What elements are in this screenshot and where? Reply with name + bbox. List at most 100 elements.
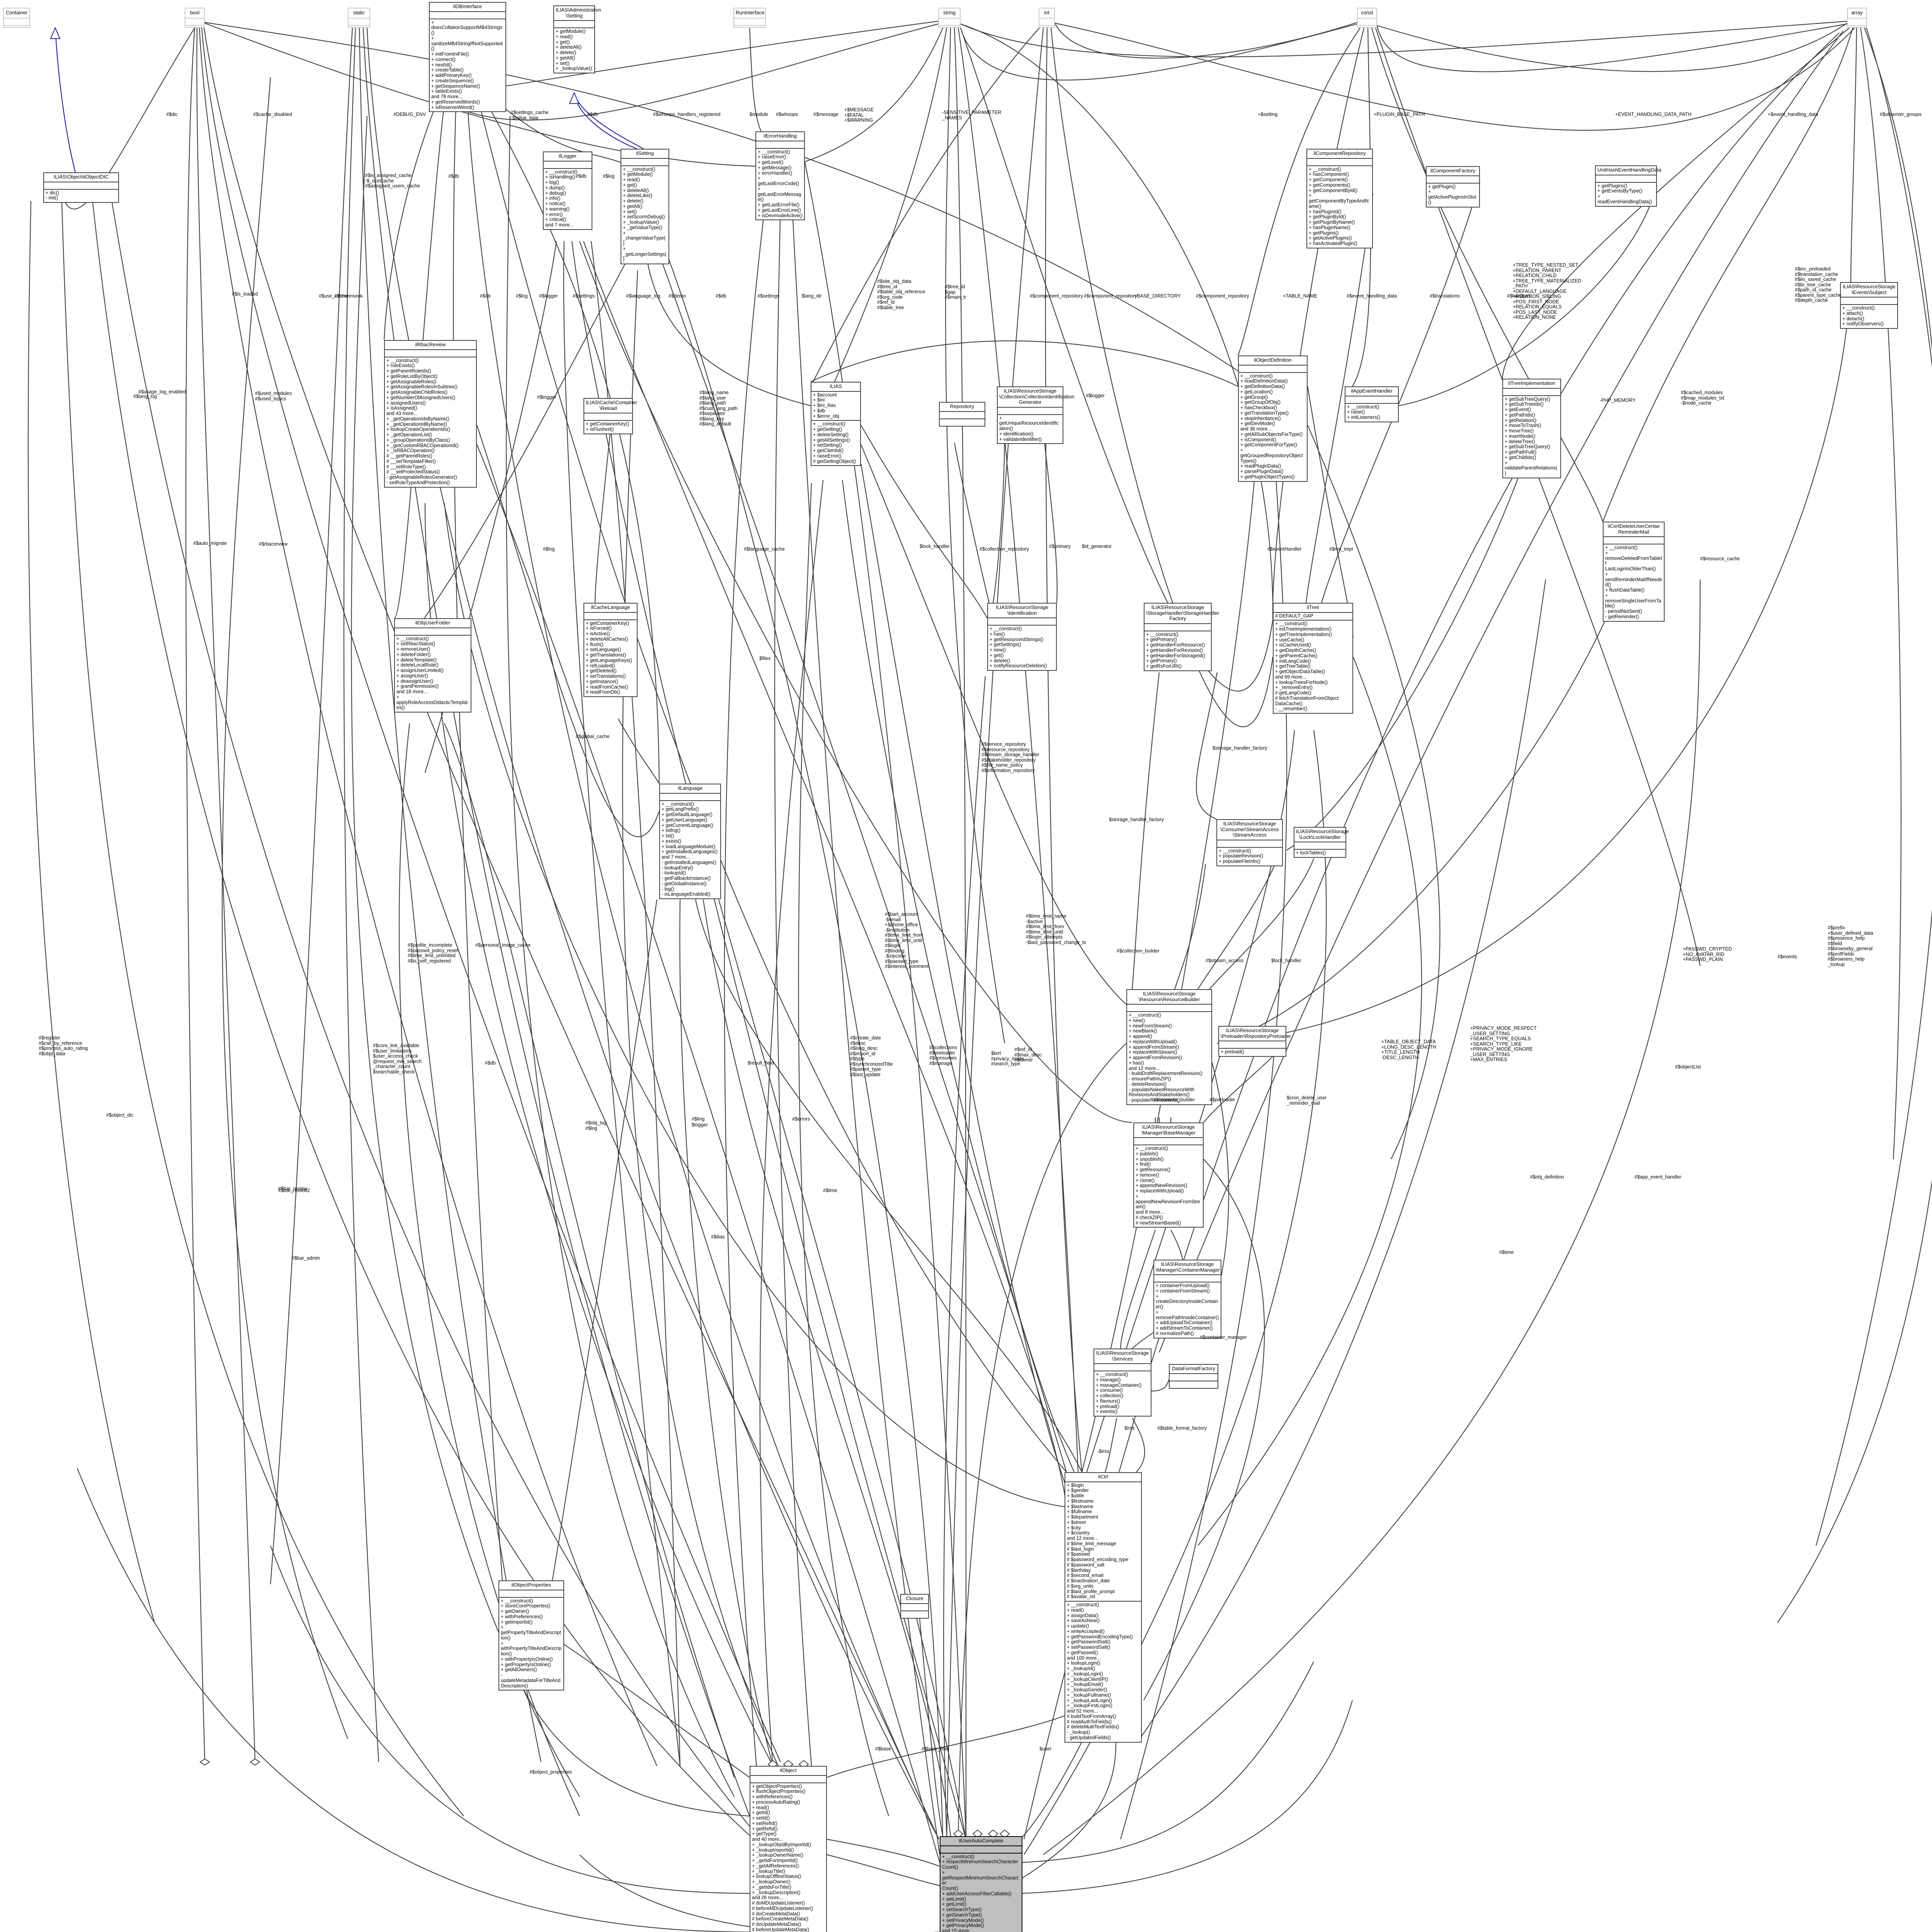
class-node-attributes <box>940 1846 1022 1853</box>
class-member: + _lookupOwnerName() <box>752 1852 804 1858</box>
class-member: - isLanguageEnabled() <box>662 891 711 897</box>
class-node-repository[interactable]: Repository <box>939 402 985 427</box>
class-node-ilerrorhandling[interactable]: ilErrorHandling+ __construct()+ raiseErr… <box>755 131 805 221</box>
class-node-ilias_rs_identification[interactable]: ILIAS\ResourceStorage \Identification+ _… <box>987 603 1057 671</box>
class-member: + events() <box>1096 1409 1117 1415</box>
class-node-divider <box>988 617 1056 619</box>
class-node-title: ilErrorHandling <box>764 133 797 139</box>
class-node-ilias_rs_lock[interactable]: ILIAS\ResourceStorage \Lock\LockHandler+… <box>1294 827 1349 858</box>
class-member: + getDefaultLanguage() <box>662 812 713 818</box>
class-node-divider <box>349 25 369 26</box>
class-node-ilias_object_ilobjectdic[interactable]: ILIAS\Object\ilObjectDIC+ dic()- init() <box>43 172 119 203</box>
class-node-ilobjuserfolder[interactable]: ilObjUserFolder+ __construct()+ setRbacS… <box>394 618 471 713</box>
class-node-ilobjectdefinition[interactable]: ilObjectDefinition+ __construct()+ readD… <box>1238 355 1308 482</box>
class-member: + getComponent() <box>1309 177 1348 183</box>
edge-label: #$ilias <box>711 1234 725 1240</box>
class-member: + appendNewRevisionFromStream() <box>1136 1193 1200 1210</box>
class-member: LastLoginIsOlderThan() <box>1605 566 1656 572</box>
class-node-attributes <box>940 412 985 418</box>
class-member: + getLevel() <box>758 160 784 165</box>
class-member: + assignData() <box>1067 1612 1099 1618</box>
class-node-ilcertdeletereminder[interactable]: ilCertDeleteUserCertae ReminderMail+ __c… <box>1603 522 1665 622</box>
class-member: + $utitle <box>1067 1493 1084 1499</box>
class-member: + getType() <box>752 1831 777 1837</box>
class-node-ilobject[interactable]: ilObject+ getObjectProperties()+ flushOb… <box>750 1766 827 1932</box>
class-member: + delete() <box>990 658 1010 663</box>
class-node-closure[interactable]: Closure <box>900 1594 929 1619</box>
class-node-ilias_cachecontainer[interactable]: ILIAS\Cache\Container \Reload+ getContai… <box>583 398 637 434</box>
class-member: # $last_login <box>1067 1546 1094 1552</box>
class-node-ilias_rs_resourcebuilder[interactable]: ILIAS\ResourceStorage \Resource\Resource… <box>1126 989 1212 1105</box>
class-member: - getReminder() <box>1605 614 1639 619</box>
class-member: + __construct() <box>1605 545 1638 551</box>
class-node-static[interactable]: static <box>348 8 370 28</box>
class-member: + deleteAllCaches() <box>586 636 628 642</box>
edge-label: $storage_handler_factory <box>1109 817 1164 822</box>
class-member: + _lookupGender() <box>1067 1687 1107 1693</box>
class-node-attributes <box>395 628 471 635</box>
class-node-itreeimplementation[interactable]: ilTreeImplementation+ getSubTreeQuery()+… <box>1502 379 1561 478</box>
class-node-divider <box>185 17 204 19</box>
class-member: - _lookup() <box>1067 1730 1090 1735</box>
class-member: + _getValueType() <box>623 224 662 230</box>
class-node-ilctrl[interactable]: ilCtrl+ $login+ $gender+ $utitle+ $first… <box>1065 1472 1142 1743</box>
class-node-ilias_rs_services[interactable]: ILIAS\ResourceStorage \Services+ __const… <box>1094 1349 1151 1417</box>
class-node-ilobjectproperties[interactable]: ilObjectProperties+ __construct()+ store… <box>498 1580 564 1691</box>
class-node-title: ILIAS\ResourceStorage \Services <box>1096 1350 1149 1362</box>
class-node-divider <box>1239 364 1307 366</box>
class-node-ildbinterface[interactable]: ilDBInterface+ doesCollationSupportMB4St… <box>429 2 506 112</box>
class-node-ilias_rs_consumer[interactable]: ILIAS\ResourceStorage \Consumer\StreamAc… <box>1216 819 1283 866</box>
class-node-ilmailevenhandlingdata[interactable]: UnitHashEventHandlingData+ getPlugins()+… <box>1595 165 1661 207</box>
class-node-dataformatfactory[interactable]: DataFormatFactory <box>1169 1364 1218 1389</box>
class-node-ilias_rs_storagehandlerfactory[interactable]: ILIAS\ResourceStorage \StorageHandler\St… <box>1144 603 1219 671</box>
class-node-string[interactable]: string <box>938 8 961 28</box>
edge-label: +TREE_TYPE_NESTED_SET +RELATION_PARENT +… <box>1513 262 1582 320</box>
class-member: + getSettings() <box>990 642 1021 648</box>
class-node-ilrbacreview[interactable]: ilRbacReview+ __construct()+ roleExists(… <box>384 340 477 488</box>
edge-label: +EVENT_HANDLING_DATA_PATH <box>1615 112 1692 117</box>
class-node-ilcomponentrepository[interactable]: ilComponentRepository+ __construct()+ ha… <box>1306 149 1373 248</box>
class-member: + _lookupValue() <box>556 66 592 71</box>
class-node-ilias[interactable]: ILIAS+ $account+ $ini+ $ini_ilias+ $db+ … <box>811 382 861 466</box>
edge-label: #$component_repository <box>1030 293 1083 299</box>
class-member: + _removeEntry() <box>1275 685 1313 690</box>
class-member: + txtlng() <box>662 828 680 833</box>
class-member: + removeSingleUserFromTable() <box>1605 592 1662 609</box>
class-node-array[interactable]: array <box>1847 8 1867 28</box>
class-node-ilias_rs_basemanager[interactable]: ILIAS\ResourceStorage \Manager\BaseManag… <box>1133 1122 1204 1228</box>
class-member: - getGlobalInstance() <box>662 881 707 886</box>
class-node-ilias_admin_setting[interactable]: ILIAS\Administration \Setting+ getModule… <box>553 5 601 74</box>
class-node-container[interactable]: Container <box>3 8 30 28</box>
class-node-ilias_rs_preloader[interactable]: ILIAS\ResourceStorage \Preloader\Reposit… <box>1218 1026 1291 1057</box>
edge-label: #$is_loaded <box>232 291 258 297</box>
class-node-ilias_rs_containermanager[interactable]: ILIAS\ResourceStorage \Manager\Container… <box>1153 1260 1221 1338</box>
class-node-ilappeventhandler[interactable]: ilAppEventHandler+ __construct()+ raise(… <box>1345 386 1399 422</box>
class-node-bool[interactable]: bool <box>185 8 205 28</box>
class-member: + get() <box>990 652 1004 658</box>
class-node-illogger[interactable]: ilLogger+ __construct()+ isHandling()+ l… <box>543 151 592 230</box>
class-node-attributes <box>939 19 960 25</box>
class-node-ilcachelanguage[interactable]: ilCacheLanguage+ getContainerKey()+ isFo… <box>583 603 638 697</box>
class-node-divider <box>1307 165 1372 166</box>
class-node-illanguage[interactable]: ilLanguage+ __construct()+ getLangPrefix… <box>659 784 721 900</box>
edge-label: #$service_repository #$resource_reposito… <box>981 742 1039 773</box>
class-member: + useCache() <box>1275 637 1304 643</box>
class-member: - populateRevisionInfo() <box>1129 1097 1180 1103</box>
class-node-ilsetting[interactable]: ilSetting+ __construct()+ getModule()+ r… <box>621 149 669 265</box>
class-member: + getChildIds() <box>1505 454 1536 460</box>
class-node-iltree[interactable]: ilTree# DEFAULT_GAP+ __construct()+ init… <box>1273 603 1353 714</box>
class-node-runinterface[interactable]: RunInterface <box>733 8 766 28</box>
edge-label: #$lang_log <box>133 394 157 399</box>
edge-label: #$app_event_handler <box>1634 1174 1681 1180</box>
class-member: + error() <box>545 211 563 217</box>
class-node-ilcomponentfactory[interactable]: ilComponentFactory+ getPlugin()+ getActi… <box>1426 166 1480 207</box>
class-member: DataCache() <box>1275 701 1303 706</box>
class-node-iluserautocomplete[interactable]: ilUserAutoComplete+ __construct()+ respe… <box>940 1836 1022 1932</box>
class-node-const[interactable]: const <box>1357 8 1377 28</box>
class-node-ilias_resourcestorage_events_subject[interactable]: ILIAS\ResourceStorage \Events\Subject+ _… <box>1840 282 1898 329</box>
class-node-divider <box>988 625 1056 626</box>
class-node-int[interactable]: int <box>1039 8 1055 28</box>
class-member: # getSettingObject() <box>813 458 856 464</box>
edge-label: $module <box>750 112 768 117</box>
class-node-ilias_rs_identification_generator[interactable]: ILIAS\ResourceStorage \Collection\Collec… <box>997 386 1074 444</box>
